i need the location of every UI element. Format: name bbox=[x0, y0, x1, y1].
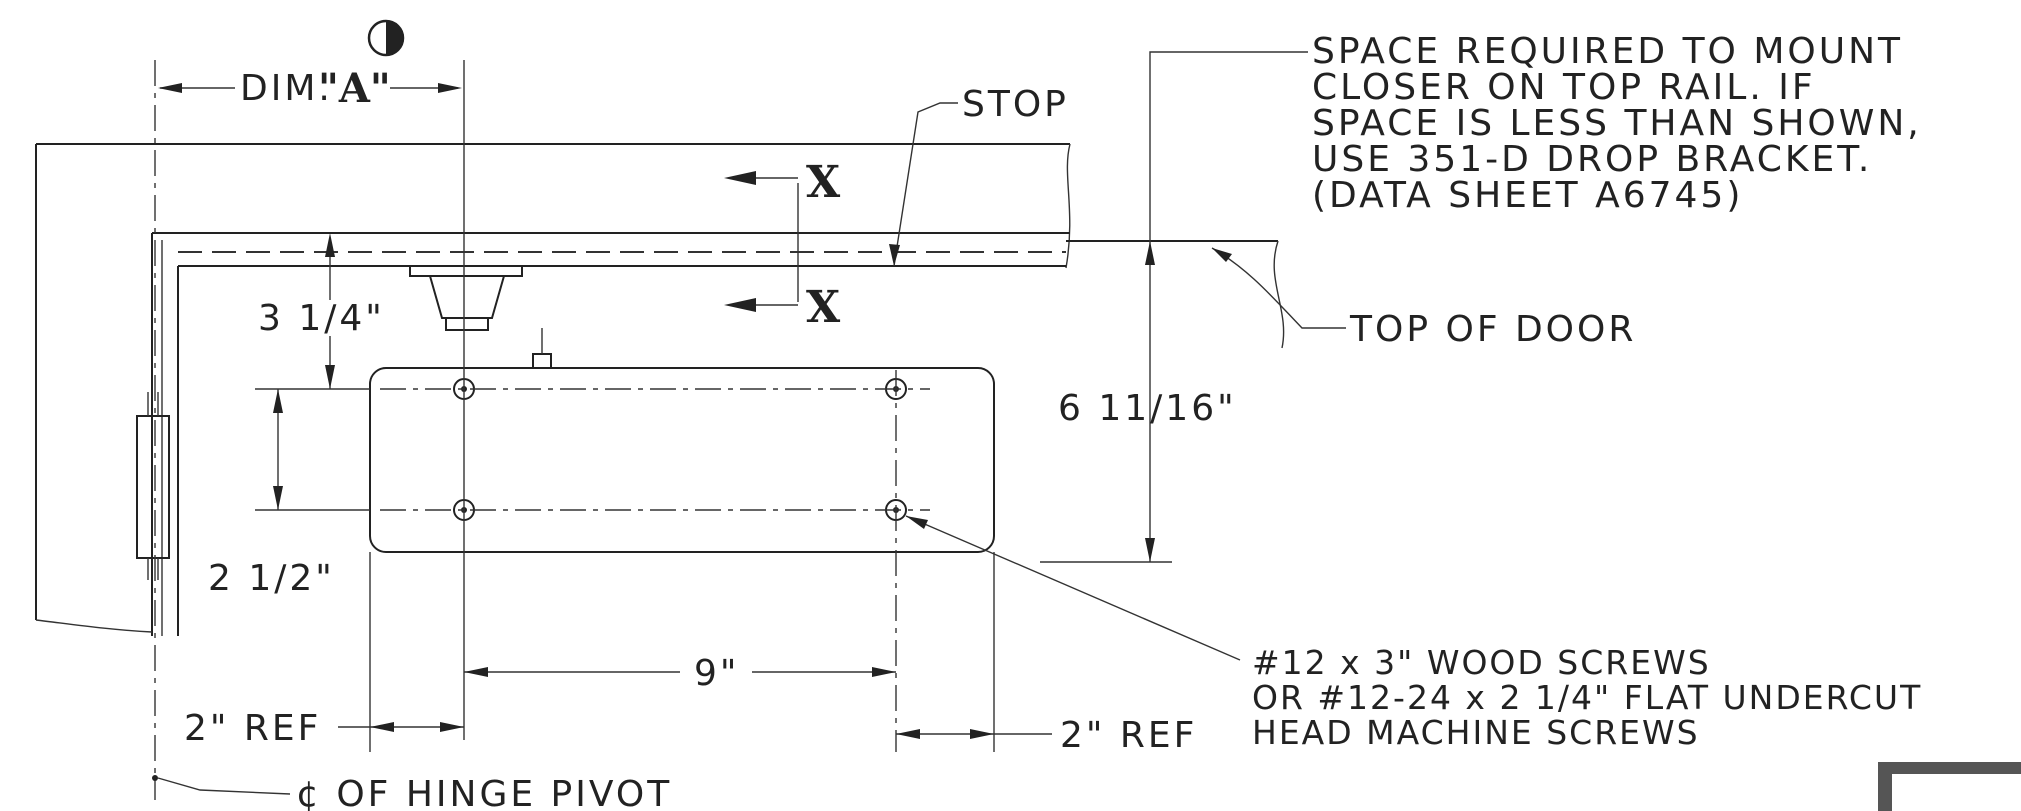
frame-head bbox=[35, 143, 1071, 636]
dim-2-1-2-label: 2 1/2" bbox=[208, 558, 335, 599]
stop-label: STOP bbox=[962, 84, 1069, 125]
dim-a-prefix: DIM. bbox=[240, 68, 333, 109]
corner-mark bbox=[1878, 762, 2021, 811]
section-x-x: X X bbox=[724, 157, 841, 333]
closer-body bbox=[369, 328, 995, 553]
section-x-top-label: X bbox=[806, 157, 841, 208]
top-of-door bbox=[1066, 240, 1285, 349]
screws-callout: #12 x 3" WOOD SCREWS OR #12-24 x 2 1/4" … bbox=[905, 515, 1922, 752]
dim-a-letter: "A" bbox=[318, 65, 391, 112]
dim-2-ref-left: 2" REF bbox=[184, 708, 464, 749]
half-filled-circle-icon bbox=[367, 19, 405, 57]
dim-9-label: 9" bbox=[694, 653, 739, 694]
screws-note-line-1: #12 x 3" WOOD SCREWS bbox=[1252, 643, 1711, 682]
dim-6-11-16-label: 6 11/16" bbox=[1058, 388, 1237, 429]
screw-holes bbox=[380, 378, 930, 521]
screws-note-line-2: OR #12-24 x 2 1/4" FLAT UNDERCUT bbox=[1252, 678, 1922, 717]
dim-3-1-4-label: 3 1/4" bbox=[258, 298, 385, 339]
space-note-line-3: SPACE IS LESS THAN SHOWN, bbox=[1312, 103, 1922, 144]
dim-a: DIM. "A" bbox=[158, 19, 462, 112]
dim-2-ref-right-label: 2" REF bbox=[1060, 715, 1197, 756]
extension-lines bbox=[255, 60, 1172, 752]
screws-note-line-3: HEAD MACHINE SCREWS bbox=[1252, 713, 1700, 752]
stop-callout: STOP bbox=[889, 84, 1069, 267]
dim-2-ref-left-label: 2" REF bbox=[184, 708, 321, 749]
dim-9: 9" bbox=[464, 653, 896, 694]
hinge-pivot-callout: ¢ OF HINGE PIVOT bbox=[157, 774, 672, 811]
space-note-line-1: SPACE REQUIRED TO MOUNT bbox=[1312, 31, 1903, 72]
dim-2-ref-right: 2" REF bbox=[896, 715, 1197, 756]
dim-2-1-2: 2 1/2" bbox=[208, 389, 335, 599]
hinge bbox=[136, 392, 170, 580]
space-note-line-2: CLOSER ON TOP RAIL. IF bbox=[1312, 67, 1816, 108]
hinge-pivot-label: ¢ OF HINGE PIVOT bbox=[296, 774, 672, 811]
space-note-line-4: USE 351-D DROP BRACKET. bbox=[1312, 139, 1872, 180]
space-note-line-5: (DATA SHEET A6745) bbox=[1312, 175, 1743, 216]
hinge-pivot-centerline bbox=[152, 60, 158, 800]
section-x-bottom-label: X bbox=[806, 282, 841, 333]
dim-3-1-4: 3 1/4" bbox=[258, 233, 385, 389]
space-required-callout: SPACE REQUIRED TO MOUNT CLOSER ON TOP RA… bbox=[1145, 31, 1922, 562]
top-of-door-label: TOP OF DOOR bbox=[1349, 309, 1636, 350]
top-of-door-callout: TOP OF DOOR bbox=[1211, 247, 1636, 350]
frame-bracket bbox=[409, 266, 523, 331]
